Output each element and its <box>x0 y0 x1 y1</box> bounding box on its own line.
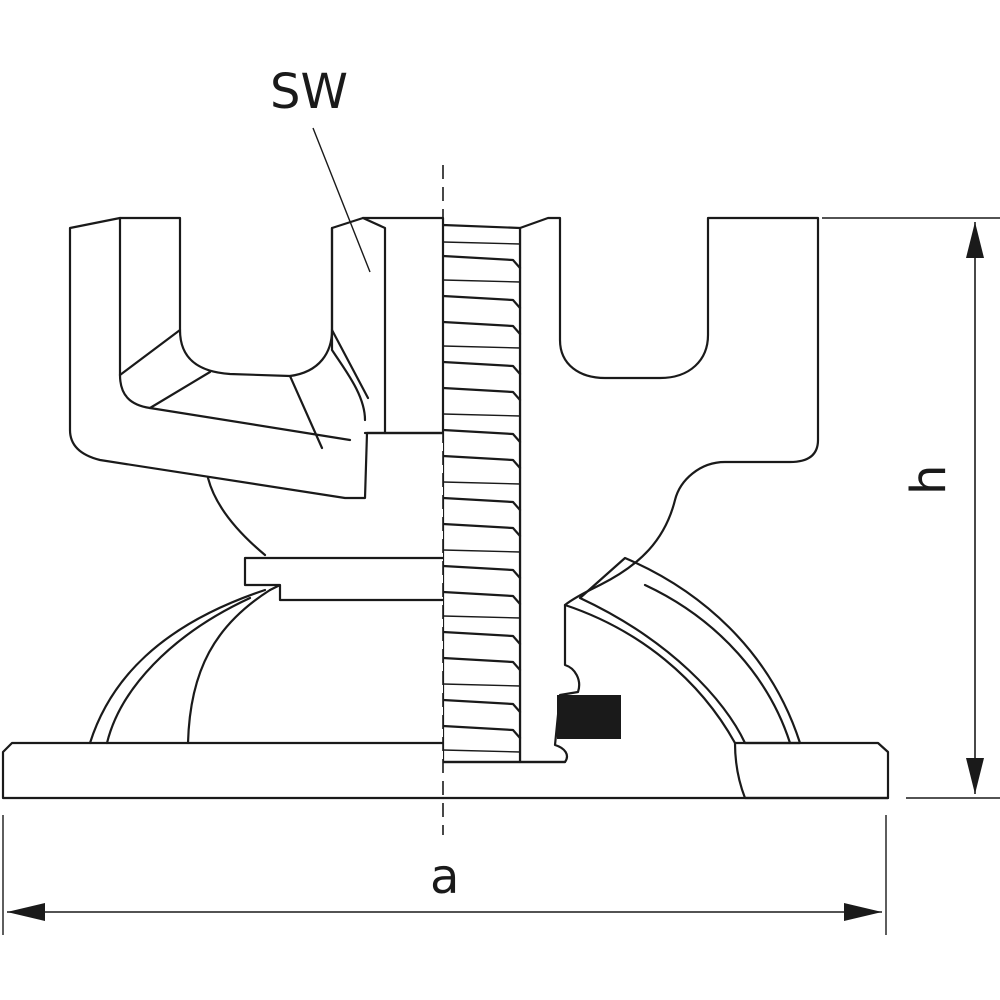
dome-inner-edge <box>105 596 252 745</box>
thread-teeth <box>443 254 522 740</box>
height-label: h <box>901 465 957 495</box>
base-plate <box>1 741 445 800</box>
section-view <box>443 216 890 800</box>
width-label: a <box>430 849 459 905</box>
head-body <box>68 216 445 500</box>
neck-collar <box>243 556 445 602</box>
seal-ring <box>557 695 621 739</box>
dome-shell-inner <box>563 603 737 745</box>
dome-face <box>186 588 272 745</box>
dome-outline <box>88 588 267 745</box>
sw-label: SW <box>270 64 348 120</box>
thread-root-lines <box>443 241 521 753</box>
prong-center-edge <box>330 226 367 422</box>
dome-shell-section <box>578 556 802 745</box>
base-plate-right <box>443 760 890 800</box>
threaded-bore <box>443 223 522 764</box>
section-body <box>518 216 820 764</box>
dome-shell-outer <box>643 583 792 745</box>
height-dimension: h <box>822 217 1000 799</box>
prong-inner-bevel <box>118 328 370 450</box>
width-dimension: a <box>2 815 887 935</box>
base-plate-section <box>733 741 890 800</box>
hex-flat <box>361 216 387 435</box>
neck-ball <box>206 476 267 557</box>
exterior-view <box>1 216 445 800</box>
sw-leader <box>312 127 371 273</box>
